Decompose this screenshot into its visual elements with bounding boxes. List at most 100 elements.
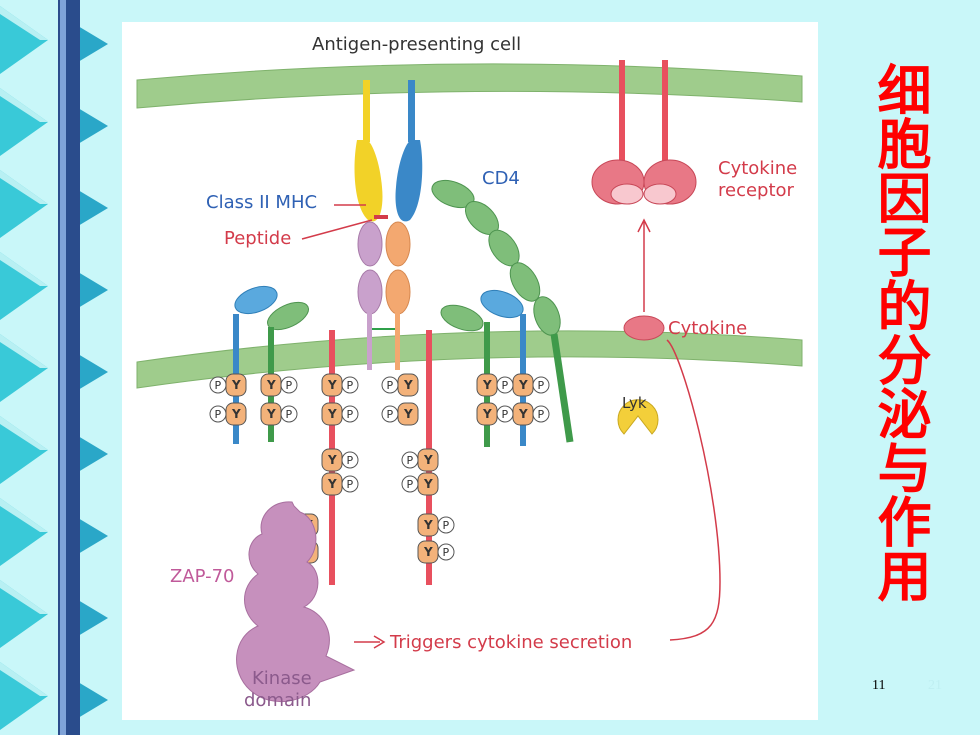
itam-glyph-text: Y xyxy=(482,407,492,421)
phosphate-group xyxy=(532,405,550,423)
border-arrow-shape xyxy=(0,170,48,238)
triggers-label: Triggers cytokine secretion xyxy=(389,632,632,653)
border-arrow-shape xyxy=(0,498,48,566)
itam-glyph-text: Y xyxy=(231,378,241,392)
kinase-label-line1: Kinase xyxy=(252,668,312,689)
border-arrow-shape xyxy=(78,682,108,718)
border-arrow-shape xyxy=(78,354,108,390)
cytokine-receptor xyxy=(591,60,697,205)
phosphate-group xyxy=(280,405,298,423)
border-arrow-shape xyxy=(0,252,48,320)
itam-glyph-text: Y xyxy=(423,477,433,491)
itam-glyph-text: P xyxy=(347,454,354,467)
border-arrow-shape xyxy=(78,272,108,308)
itam-glyph-text: Y xyxy=(327,378,337,392)
itam-glyph-text: P xyxy=(347,408,354,421)
zap70-label: ZAP-70 xyxy=(170,566,235,587)
border-arrow-shape xyxy=(0,6,48,40)
itam-glyph-text: P xyxy=(407,454,414,467)
itam-glyph-text: Y xyxy=(423,518,433,532)
border-arrow-shape xyxy=(0,170,48,204)
peptide-label: Peptide xyxy=(224,228,291,249)
triggers-arrow-head xyxy=(373,635,386,649)
itam-glyph-text: Y xyxy=(423,453,433,467)
phosphate-group xyxy=(341,405,359,423)
class2-mhc-label: Class II MHC xyxy=(206,192,317,213)
border-arrow-shape xyxy=(0,662,48,696)
itam-glyph-text: Y xyxy=(231,407,241,421)
zap70 xyxy=(236,501,356,703)
class2-mhc xyxy=(354,80,423,222)
cytokine-arrow-head xyxy=(637,218,651,233)
itam-glyph-text: Y xyxy=(518,407,528,421)
cytokine-receptor-label-line2: receptor xyxy=(718,180,795,201)
cytokine-receptor-label-line1: Cytokine xyxy=(718,158,797,179)
phosphate-group xyxy=(341,451,359,469)
border-arrow-shape xyxy=(60,0,66,735)
cytokine xyxy=(623,315,665,341)
itam-glyph-text: P xyxy=(387,408,394,421)
itam-glyph-text: Y xyxy=(327,477,337,491)
phosphate-group xyxy=(437,543,455,561)
peptide xyxy=(374,215,388,219)
itam-glyph-text: P xyxy=(407,478,414,491)
lyk-label: Lyk xyxy=(622,394,647,412)
tcr-heterodimer xyxy=(357,221,411,370)
phosphate-group xyxy=(341,475,359,493)
lyk xyxy=(617,399,659,435)
phosphate-group xyxy=(532,376,550,394)
border-arrow-shape xyxy=(0,416,48,450)
itam-glyph-text: P xyxy=(286,379,293,392)
cd4 xyxy=(431,179,574,443)
border-arrow-shape xyxy=(0,334,48,368)
border-arrow-shape xyxy=(0,252,48,286)
itam-glyph-text: P xyxy=(443,546,450,559)
itam-glyph-text: Y xyxy=(423,545,433,559)
itam-glyph-text: P xyxy=(502,379,509,392)
left-border-arrows xyxy=(0,0,108,735)
cytokine-label: Cytokine xyxy=(668,318,747,339)
phosphate-group xyxy=(341,376,359,394)
itam-glyph-text: Y xyxy=(327,407,337,421)
border-arrow-shape xyxy=(0,662,48,730)
secretion-path xyxy=(666,339,721,641)
itam-glyph-text: Y xyxy=(482,378,492,392)
slide-number: 11 xyxy=(872,678,886,693)
border-arrow-shape xyxy=(0,580,48,648)
itam-glyph-text: P xyxy=(347,379,354,392)
itam-glyph-text: P xyxy=(387,379,394,392)
phosphate-group xyxy=(401,451,419,469)
phosphate-group xyxy=(381,376,399,394)
border-arrow-shape xyxy=(78,108,108,144)
itam-glyph-text: Y xyxy=(403,407,413,421)
border-arrow-shape xyxy=(0,416,48,484)
border-arrow-shape xyxy=(0,580,48,614)
phosphate-group xyxy=(381,405,399,423)
itam-glyph-text: P xyxy=(215,379,222,392)
itam-glyph-text: Y xyxy=(403,378,413,392)
cd4-label: CD4 xyxy=(482,168,520,189)
border-arrow-shape xyxy=(78,190,108,226)
itam-glyph-text: Y xyxy=(266,407,276,421)
itam-glyph-text: P xyxy=(538,379,545,392)
border-arrow-shape xyxy=(78,518,108,554)
border-arrow-shape xyxy=(78,600,108,636)
slide-number-ghost: 21 xyxy=(928,678,942,693)
itam-glyph-text: P xyxy=(347,478,354,491)
apc-membrane xyxy=(136,63,803,109)
border-arrow-shape xyxy=(0,498,48,532)
itam-glyph-text: P xyxy=(538,408,545,421)
kinase-label-line2: domain xyxy=(244,690,311,711)
phosphate-group xyxy=(401,475,419,493)
peptide-pointer xyxy=(301,219,373,240)
border-arrow-shape xyxy=(78,26,108,62)
phosphate-group xyxy=(209,376,227,394)
itam-glyph-text: Y xyxy=(327,453,337,467)
apc-label: Antigen-presenting cell xyxy=(312,34,521,55)
border-arrow-shape xyxy=(0,88,48,156)
itam-glyph-text: P xyxy=(502,408,509,421)
itam-glyph-text: P xyxy=(286,408,293,421)
itam-glyph-text: P xyxy=(443,519,450,532)
itam-glyph-text: P xyxy=(215,408,222,421)
border-arrow-shape xyxy=(0,6,48,74)
